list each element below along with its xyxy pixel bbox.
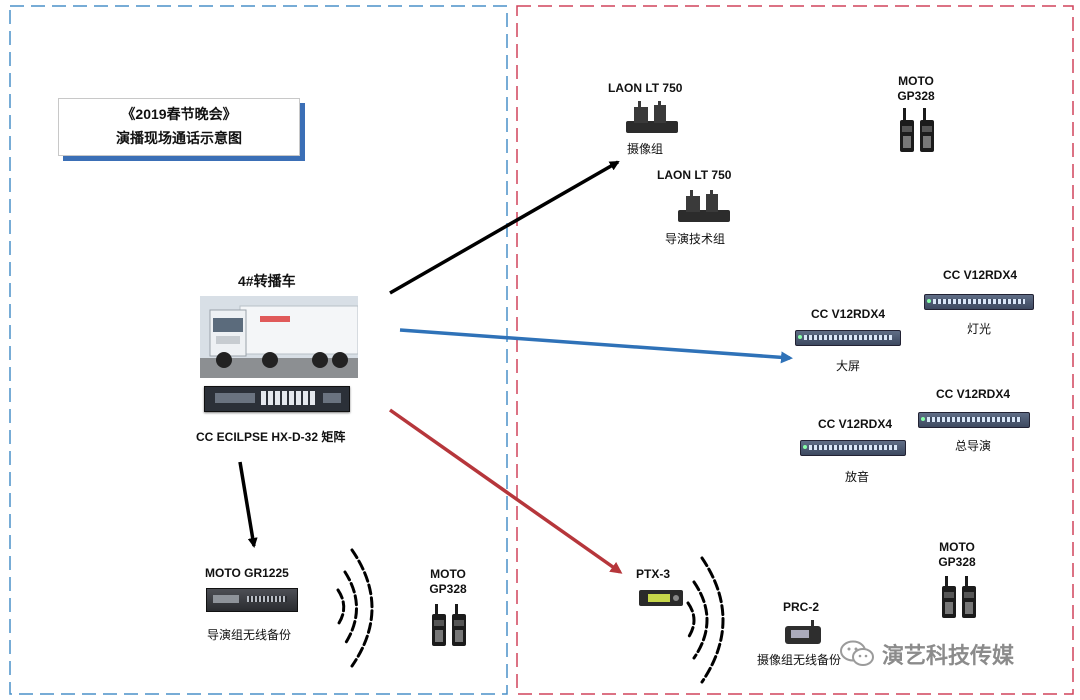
- rack-panel-icon: [924, 294, 1034, 310]
- panel-lighting-model: CC V12RDX4: [943, 268, 1018, 282]
- beltpack-icon: [626, 101, 678, 133]
- repeater-icon: [206, 588, 298, 612]
- rack-panel-icon: [918, 412, 1030, 428]
- walkie-talkie-icon: [900, 108, 934, 152]
- laon-director-model: LAON LT 750: [657, 168, 732, 182]
- moto-top-line2: GP328: [897, 89, 935, 103]
- panel-lighting-caption: 灯光: [967, 322, 992, 336]
- repeater-model: MOTO GR1225: [205, 566, 289, 580]
- wireless-wave-icon: [686, 556, 725, 684]
- panel-sound-model: CC V12RDX4: [818, 417, 893, 431]
- panel-screen-model: CC V12RDX4: [811, 307, 886, 321]
- ptx-device-icon: [639, 590, 683, 606]
- arrow-to-laon-camera: [389, 160, 620, 295]
- right-region-border: [516, 5, 1074, 695]
- matrix-label: CC ECILPSE HX-D-32 矩阵: [196, 430, 346, 444]
- diagram-title: 《2019春节晚会》: [121, 106, 237, 122]
- rack-panel-icon: [795, 330, 901, 346]
- panel-chief-model: CC V12RDX4: [936, 387, 1011, 401]
- prc-caption: 摄像组无线备份: [757, 653, 842, 667]
- panel-sound-caption: 放音: [845, 470, 870, 484]
- ptx-model: PTX-3: [636, 567, 671, 581]
- laon-camera-caption: 摄像组: [627, 142, 664, 156]
- moto-bottom-line1: MOTO: [939, 540, 975, 554]
- prc-model: PRC-2: [783, 600, 820, 614]
- watermark-text: 演艺科技传媒: [882, 643, 1015, 668]
- wechat-icon: [840, 640, 874, 666]
- diagram-title-box: 《2019春节晚会》 演播现场通话示意图: [58, 98, 300, 156]
- prc-device-icon: [785, 620, 821, 644]
- truck-label: 4#转播车: [238, 273, 296, 289]
- arrow-to-repeater: [238, 461, 258, 548]
- laon-camera-model: LAON LT 750: [608, 81, 683, 95]
- left-moto-model-line2: GP328: [429, 582, 467, 596]
- rack-panel-icon: [800, 440, 906, 456]
- repeater-caption: 导演组无线备份: [207, 628, 292, 642]
- beltpack-icon: [678, 190, 730, 222]
- walkie-talkie-icon: [942, 576, 976, 618]
- laon-director-caption: 导演技术组: [665, 232, 726, 246]
- moto-top-line1: MOTO: [898, 74, 934, 88]
- truck-photo: [200, 296, 358, 378]
- moto-bottom-line2: GP328: [938, 555, 976, 569]
- arrow-to-panel-screen: [399, 328, 793, 364]
- walkie-talkie-icon: [432, 604, 466, 646]
- panel-screen-caption: 大屏: [836, 359, 861, 373]
- left-moto-model-line1: MOTO: [430, 567, 466, 581]
- left-region-border: [9, 5, 508, 695]
- watermark: 演艺科技传媒: [840, 636, 1014, 672]
- arrow-to-ptx: [388, 408, 623, 574]
- diagram-subtitle: 演播现场通话示意图: [116, 130, 242, 146]
- matrix-frame: [204, 386, 350, 412]
- wireless-wave-icon: [335, 548, 374, 668]
- panel-chief-caption: 总导演: [955, 439, 992, 453]
